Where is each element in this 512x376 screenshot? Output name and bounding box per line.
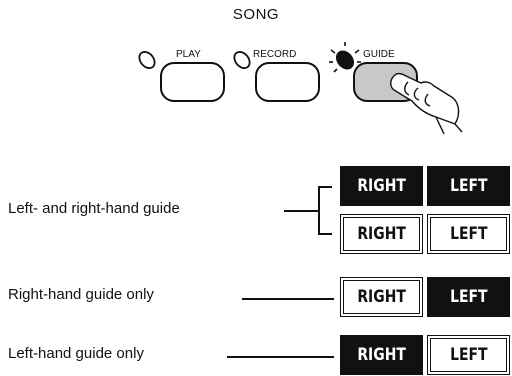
display-left-unlit: LEFT bbox=[427, 214, 510, 254]
record-led-icon bbox=[233, 51, 251, 69]
play-led-icon bbox=[138, 51, 156, 69]
display-left-label: LEFT bbox=[449, 176, 488, 196]
display-right-label: RIGHT bbox=[357, 345, 406, 365]
song-title: SONG bbox=[232, 6, 280, 23]
display-left-label: LEFT bbox=[449, 287, 488, 307]
display-right-lit: RIGHT bbox=[340, 166, 423, 206]
display-left-label: LEFT bbox=[449, 224, 488, 244]
guide-label: GUIDE bbox=[363, 49, 395, 60]
mode-both-bracket-top bbox=[318, 186, 332, 188]
play-label: PLAY bbox=[176, 49, 201, 60]
mode-left-description: Left-hand guide only bbox=[8, 345, 144, 362]
mode-left-leader-line bbox=[227, 356, 334, 358]
song-buttons-svg bbox=[136, 42, 463, 135]
mode-right-leader-line bbox=[242, 298, 334, 300]
mode-both-leader-line bbox=[284, 210, 318, 212]
display-left-unlit: LEFT bbox=[427, 335, 510, 375]
display-left-label: LEFT bbox=[449, 345, 488, 365]
mode-both-description: Left- and right-hand guide bbox=[8, 200, 180, 217]
song-button-panel: PLAY RECORD GUIDE bbox=[0, 0, 512, 150]
pressing-hand-icon bbox=[390, 72, 463, 135]
mode-both-bracket-bottom bbox=[318, 233, 332, 235]
guide-button[interactable] bbox=[329, 42, 463, 135]
display-right-lit: RIGHT bbox=[340, 335, 423, 375]
display-left-lit: LEFT bbox=[427, 166, 510, 206]
play-button[interactable] bbox=[136, 49, 225, 102]
display-right-label: RIGHT bbox=[357, 176, 406, 196]
guide-led-lit-icon bbox=[329, 42, 361, 73]
record-button[interactable] bbox=[231, 49, 320, 102]
display-left-lit: LEFT bbox=[427, 277, 510, 317]
display-right-label: RIGHT bbox=[357, 287, 406, 307]
display-right-unlit: RIGHT bbox=[340, 277, 423, 317]
display-right-unlit: RIGHT bbox=[340, 214, 423, 254]
mode-both-bracket bbox=[318, 186, 320, 234]
display-right-label: RIGHT bbox=[357, 224, 406, 244]
record-label: RECORD bbox=[253, 49, 297, 60]
mode-right-description: Right-hand guide only bbox=[8, 286, 154, 303]
